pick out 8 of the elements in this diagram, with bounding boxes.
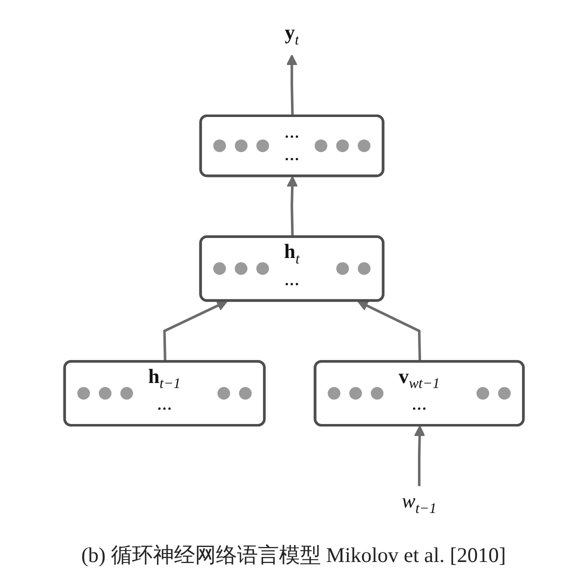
node-text: w$_{t−1}$ <box>401 491 436 517</box>
caption: (b) 循环神经网络语言模型 Mikolov et al. [2010] <box>80 542 507 569</box>
arrow <box>162 300 228 362</box>
arrow <box>356 300 421 362</box>
arrow <box>286 54 297 116</box>
node-text: y$_{t}$ <box>284 22 298 48</box>
arrow <box>286 176 298 238</box>
arrow <box>414 425 425 486</box>
